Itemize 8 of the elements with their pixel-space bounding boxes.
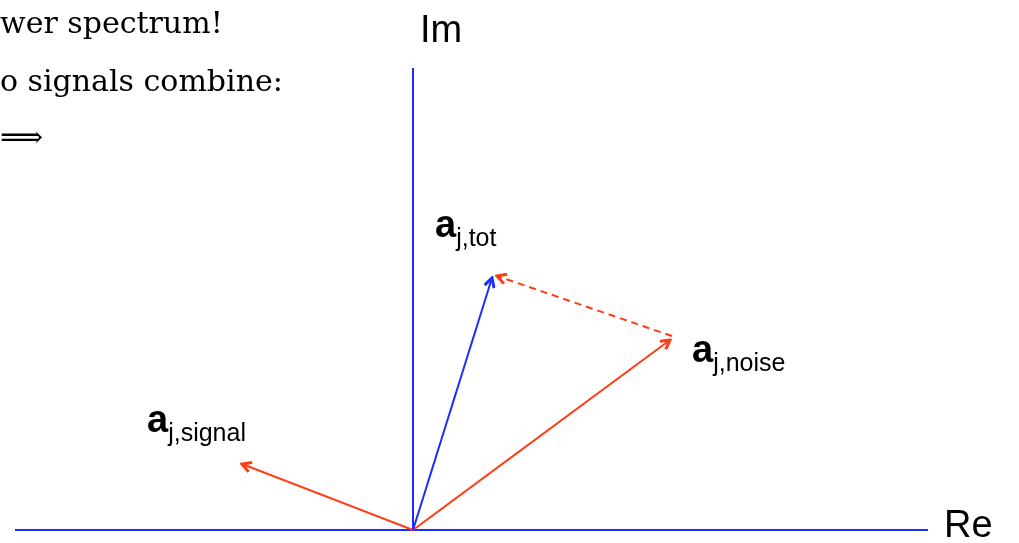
axis-label: Im [420,10,463,48]
vector-label: a$_{j,noise}$ [692,330,786,375]
axis-label: Re [944,505,993,543]
vector-label: a$_{j,tot}$ [435,205,497,250]
vector-label: a$_{j,signal}$ [147,400,246,445]
text-line: wer spectrum! [0,8,223,38]
text-line: o signals combine: [0,66,283,96]
implies-symbol: ⟹ [0,122,43,152]
